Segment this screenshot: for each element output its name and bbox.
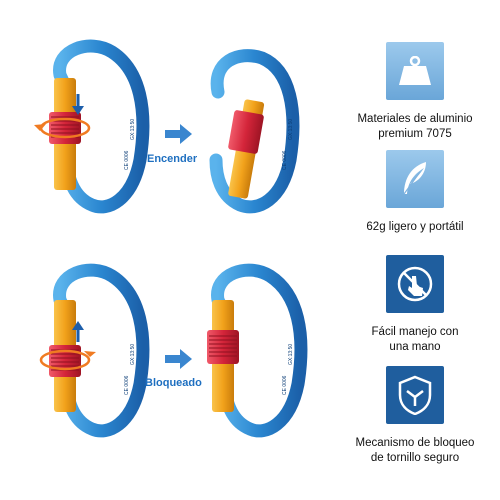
- step-label-lock: Bloqueado: [145, 377, 202, 389]
- feature-caption-line: Materiales de aluminio: [357, 113, 473, 125]
- feature-one-hand: Fácil manejo con una mano: [340, 255, 490, 355]
- engraving-text: CE 0006: [124, 150, 130, 170]
- carabiner-locked: [207, 263, 308, 438]
- engraving-text: GX:13:50: [130, 119, 136, 140]
- carabiner-gate-open: [209, 49, 300, 214]
- feature-caption-line: 62g ligero y portátil: [366, 221, 464, 233]
- feature-tile: [386, 150, 444, 208]
- feature-caption-line: premium 7075: [378, 128, 452, 140]
- carabiner-locking: [39, 263, 150, 438]
- feature-tile: [386, 255, 444, 313]
- weight-icon: [399, 56, 431, 85]
- engraving-text: GX:13:50: [130, 344, 136, 365]
- engraving-text: CE 0006: [124, 375, 130, 395]
- feature-caption-line: de tornillo seguro: [370, 452, 460, 464]
- feature-material: Materiales de aluminio premium 7075: [340, 42, 490, 142]
- no-touch-icon: [397, 266, 433, 302]
- feature-caption-line: Mecanismo de bloqueo: [355, 437, 475, 449]
- feather-icon: [403, 162, 426, 195]
- locking-sleeve: [228, 110, 264, 154]
- down-arrow-icon: [72, 106, 84, 115]
- rotate-arrow-icon: [39, 349, 91, 371]
- engraving-text: CE 0006: [282, 150, 288, 170]
- feature-caption: Fácil manejo con una mano: [340, 325, 490, 355]
- step-label-unlock: Encender: [147, 153, 198, 165]
- step-arrow-top: [165, 124, 192, 144]
- feature-caption-line: Fácil manejo con: [371, 326, 459, 338]
- feature-caption-line: una mano: [389, 341, 441, 353]
- feature-tile: [386, 366, 444, 424]
- carabiner-unlocked-closed: [34, 39, 150, 214]
- engraving-text: GX:13:50: [288, 344, 294, 365]
- shield-icon: [398, 375, 432, 415]
- engraving-text: CE 0006: [282, 375, 288, 395]
- feature-caption: Materiales de aluminio premium 7075: [340, 112, 490, 142]
- engraving-text: GX:13:50: [288, 119, 294, 140]
- feature-caption: Mecanismo de bloqueo de tornillo seguro: [340, 436, 490, 466]
- feature-weight: 62g ligero y portátil: [340, 150, 490, 235]
- feature-lock: Mecanismo de bloqueo de tornillo seguro: [340, 366, 490, 466]
- step-arrow-bottom: [165, 349, 192, 369]
- feature-tile: [386, 42, 444, 100]
- up-arrow-icon: [72, 321, 84, 330]
- feature-caption: 62g ligero y portátil: [340, 220, 490, 235]
- locking-sleeve: [207, 330, 239, 364]
